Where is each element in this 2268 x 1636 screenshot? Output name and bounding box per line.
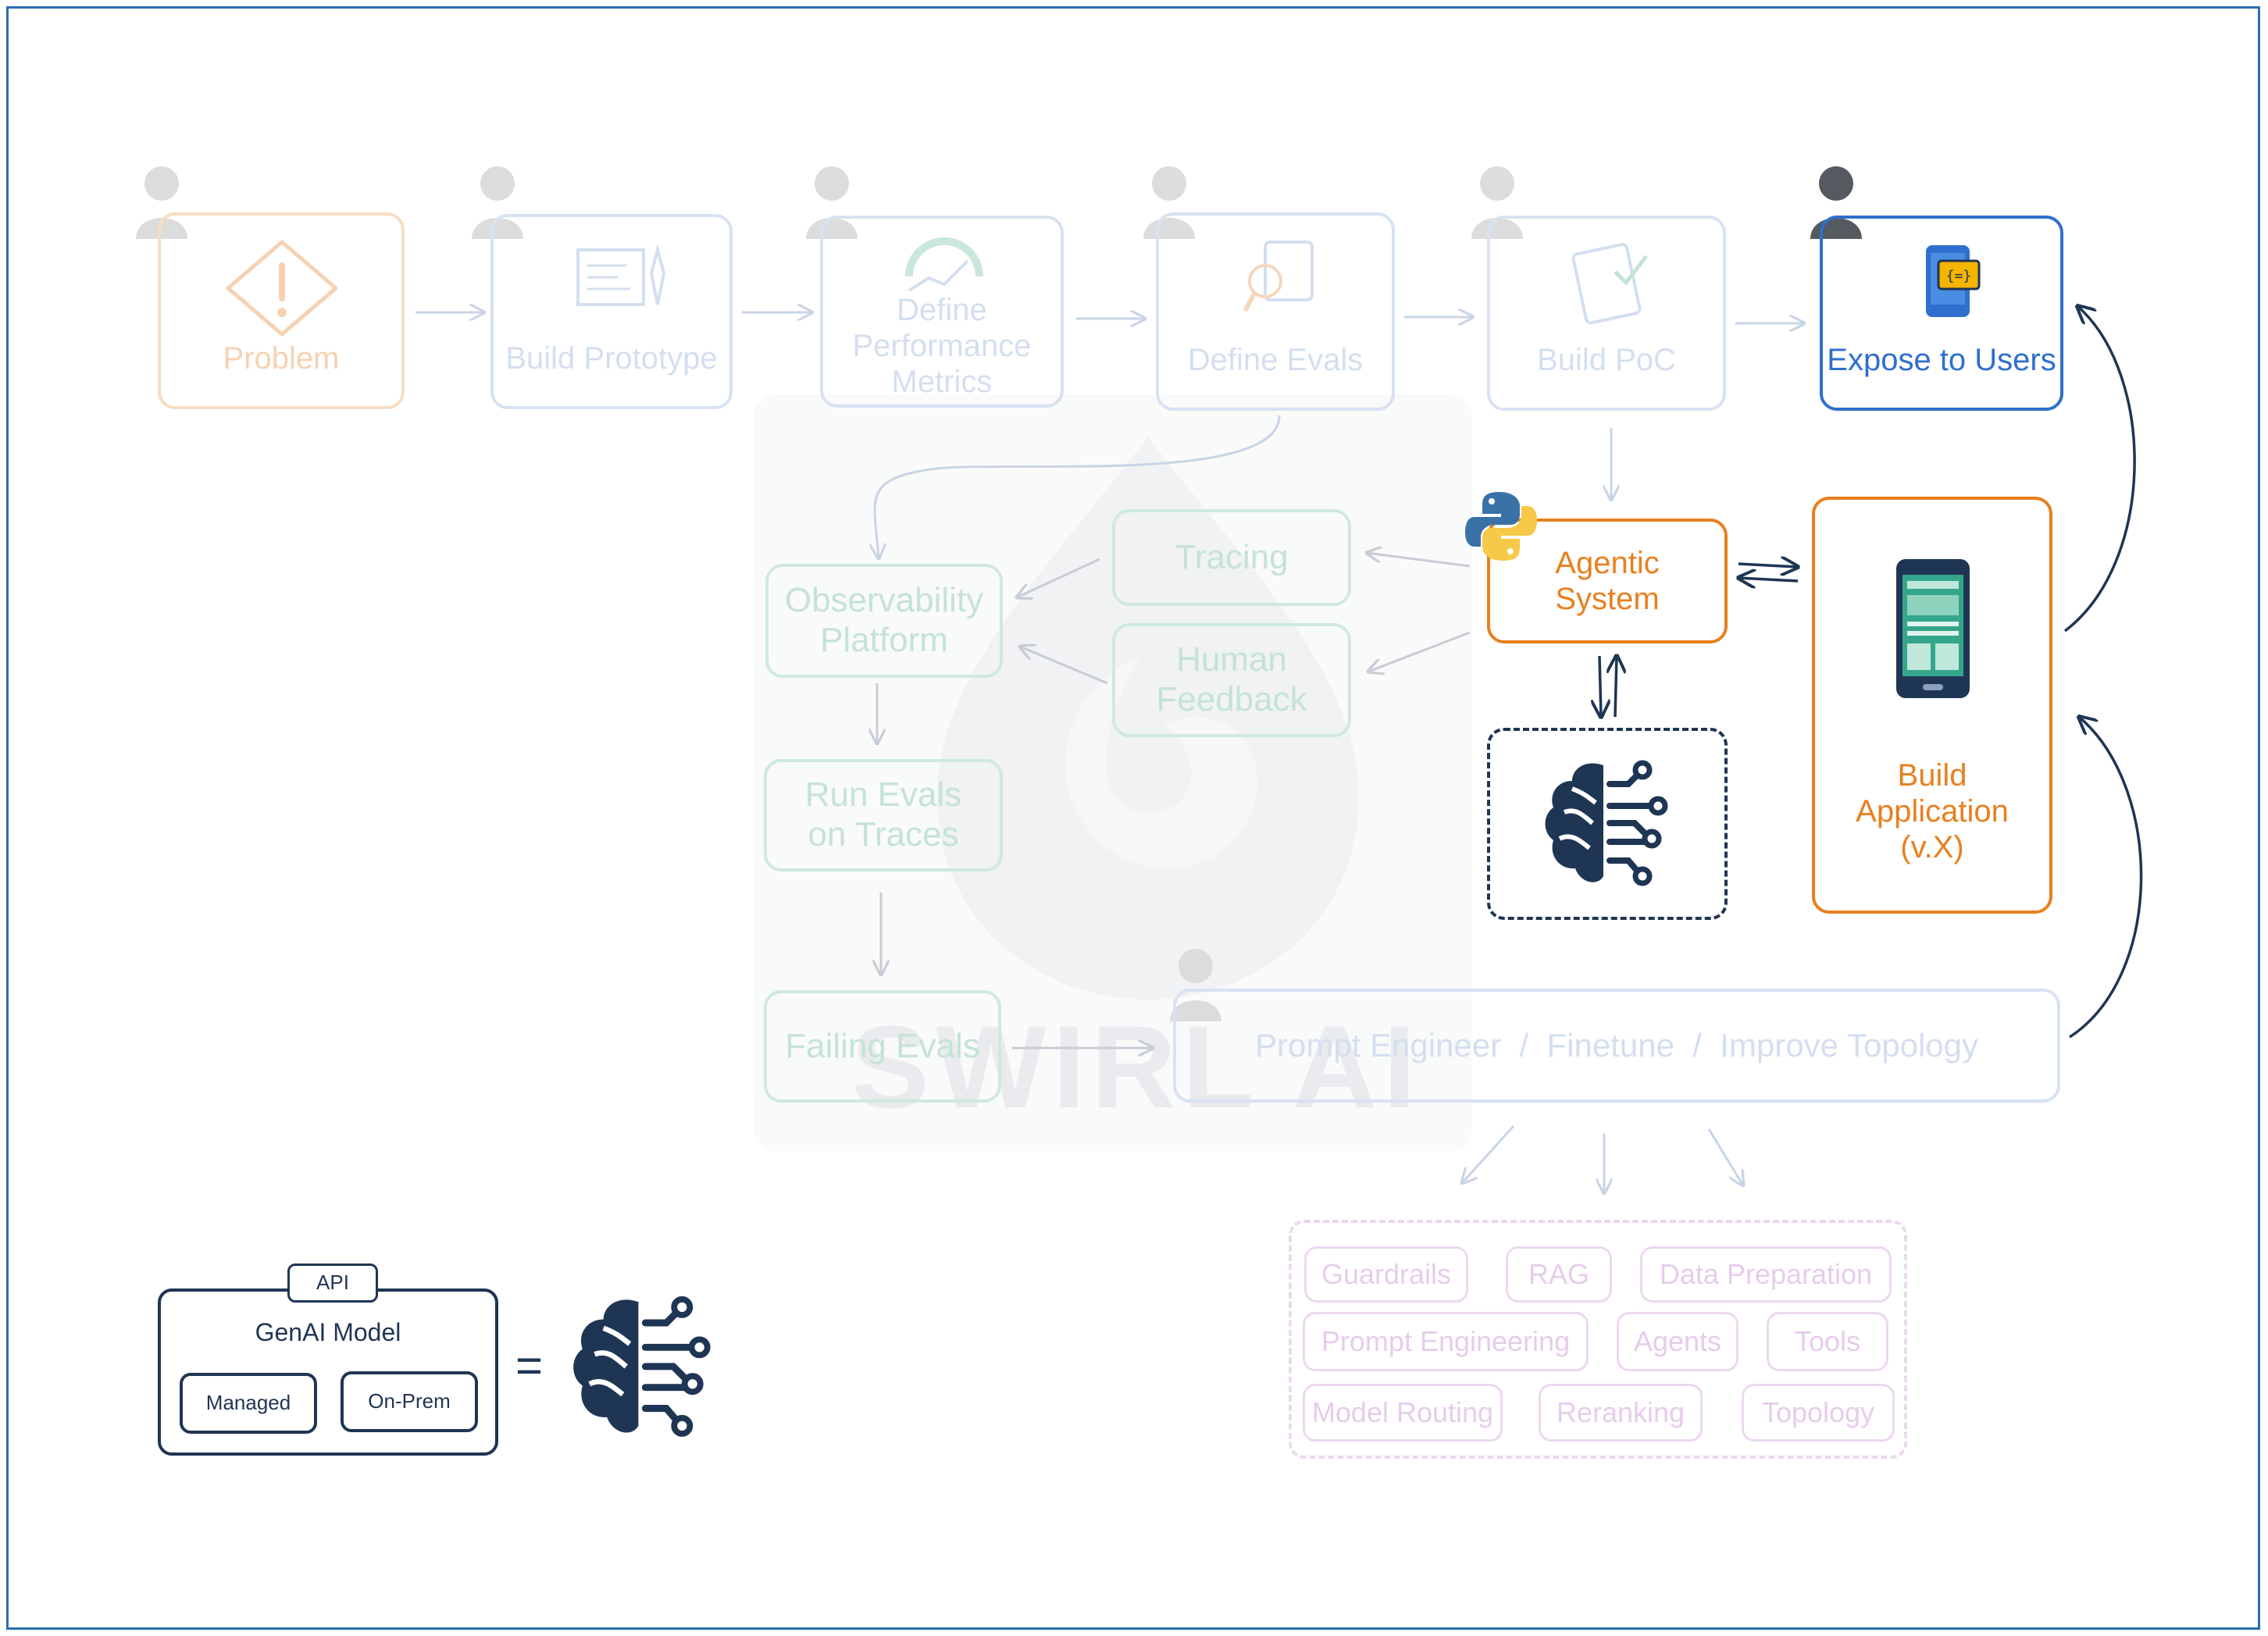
build-prototype-label: Build Prototype — [505, 341, 718, 376]
problem-label: Problem — [223, 341, 340, 376]
mobile-code-icon: {=} — [1926, 245, 1981, 317]
define-metrics-label: Define Performance Metrics — [852, 293, 1032, 399]
diagram-frame — [6, 6, 2260, 1630]
observability-platform-box: Observability Platform — [765, 564, 1003, 678]
build-poc-box: Build PoC — [1487, 216, 1726, 411]
tracing-box: Tracing — [1112, 509, 1351, 606]
technique-topology: Topology — [1742, 1384, 1895, 1442]
build-application-box: Build Application (v.X) — [1812, 497, 2052, 914]
brain-circuit-icon — [1545, 760, 1668, 886]
human-feedback-box: Human Feedback — [1112, 623, 1351, 737]
build-prototype-box: Build Prototype — [490, 214, 733, 409]
blueprint-rocket-icon — [576, 244, 666, 306]
human-feedback-label: Human Feedback — [1156, 640, 1307, 718]
legend-api-tab: API — [287, 1264, 378, 1303]
expose-to-users-box: {=} Expose to Users — [1820, 216, 2063, 411]
run-evals-label: Run Evals on Traces — [804, 775, 962, 854]
build-poc-label: Build PoC — [1537, 343, 1676, 377]
svg-text:{=}: {=} — [1946, 268, 1972, 284]
technique-model-routing: Model Routing — [1303, 1384, 1503, 1442]
warning-icon — [226, 240, 338, 337]
technique-agents: Agents — [1617, 1312, 1738, 1371]
expose-to-users-label: Expose to Users — [1827, 343, 2056, 377]
agentic-system-label: Agentic System — [1555, 546, 1660, 616]
technique-guardrails: Guardrails — [1304, 1246, 1468, 1303]
run-evals-box: Run Evals on Traces — [764, 759, 1003, 871]
technique-prompt-engineering: Prompt Engineering — [1303, 1312, 1589, 1371]
techniques-group — [1289, 1220, 1907, 1459]
define-metrics-box: Define Performance Metrics — [820, 216, 1064, 408]
legend-managed-box: Managed — [180, 1373, 317, 1434]
mobile-app-icon — [1896, 559, 1970, 698]
technique-rag: RAG — [1506, 1246, 1612, 1303]
technique-tools: Tools — [1767, 1312, 1888, 1371]
person-icon — [1170, 949, 1221, 1021]
improve-box: Prompt Engineer / Finetune / Improve Top… — [1173, 989, 2060, 1103]
improve-label: Prompt Engineer / Finetune / Improve Top… — [1254, 1026, 1979, 1064]
tracing-label: Tracing — [1175, 537, 1289, 576]
define-evals-box: Define Evals — [1156, 212, 1395, 411]
failing-evals-box: Failing Evals — [764, 990, 1001, 1103]
observability-platform-label: Observability Platform — [784, 581, 984, 659]
define-evals-label: Define Evals — [1187, 343, 1364, 377]
genai-model-dashed-box — [1487, 728, 1728, 920]
legend-equals-sign: = — [515, 1339, 544, 1392]
agentic-system-box: Agentic System — [1487, 519, 1728, 643]
technique-reranking: Reranking — [1539, 1384, 1703, 1442]
problem-box: Problem — [158, 212, 405, 409]
failing-evals-label: Failing Evals — [785, 1026, 980, 1065]
checklist-icon — [1571, 243, 1648, 325]
brain-circuit-icon — [573, 1296, 711, 1437]
watermark-text: SWIRL AI — [851, 1001, 1422, 1132]
gauge-chart-icon — [905, 237, 983, 292]
person-icon — [806, 166, 858, 239]
technique-data-preparation: Data Preparation — [1640, 1246, 1892, 1303]
build-application-label: Build Application (v.X) — [1856, 758, 2009, 864]
python-logo-icon — [1465, 492, 1537, 561]
documents-magnifier-icon — [1243, 241, 1314, 312]
legend-onprem-box: On-Prem — [341, 1371, 478, 1432]
